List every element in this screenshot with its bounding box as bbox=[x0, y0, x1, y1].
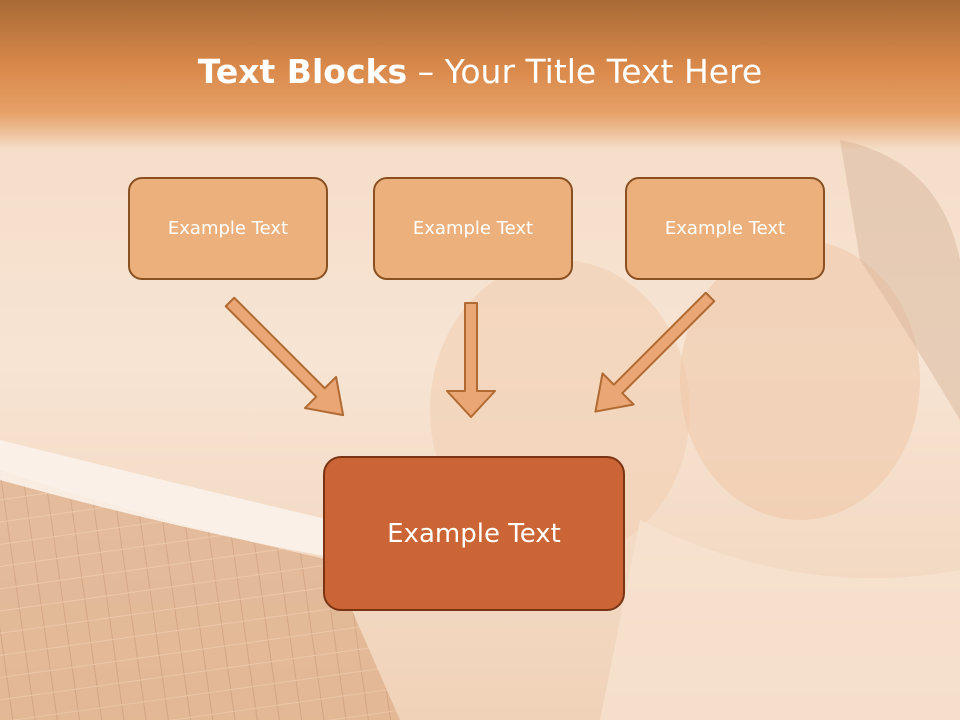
title-rest: Your Title Text Here bbox=[444, 52, 763, 91]
target-block: Example Text bbox=[323, 456, 625, 611]
target-block-label: Example Text bbox=[387, 518, 561, 549]
text-block-2: Example Text bbox=[373, 177, 573, 280]
header-band bbox=[0, 0, 960, 150]
title-separator: – bbox=[407, 52, 445, 91]
text-block-3: Example Text bbox=[625, 177, 825, 280]
text-block-1-label: Example Text bbox=[167, 218, 289, 239]
title-bold: Text Blocks bbox=[197, 52, 408, 91]
text-block-2-label: Example Text bbox=[412, 218, 534, 239]
slide-title: Text Blocks – Your Title Text Here bbox=[0, 52, 960, 91]
text-block-1: Example Text bbox=[128, 177, 328, 280]
text-block-3-label: Example Text bbox=[664, 218, 786, 239]
